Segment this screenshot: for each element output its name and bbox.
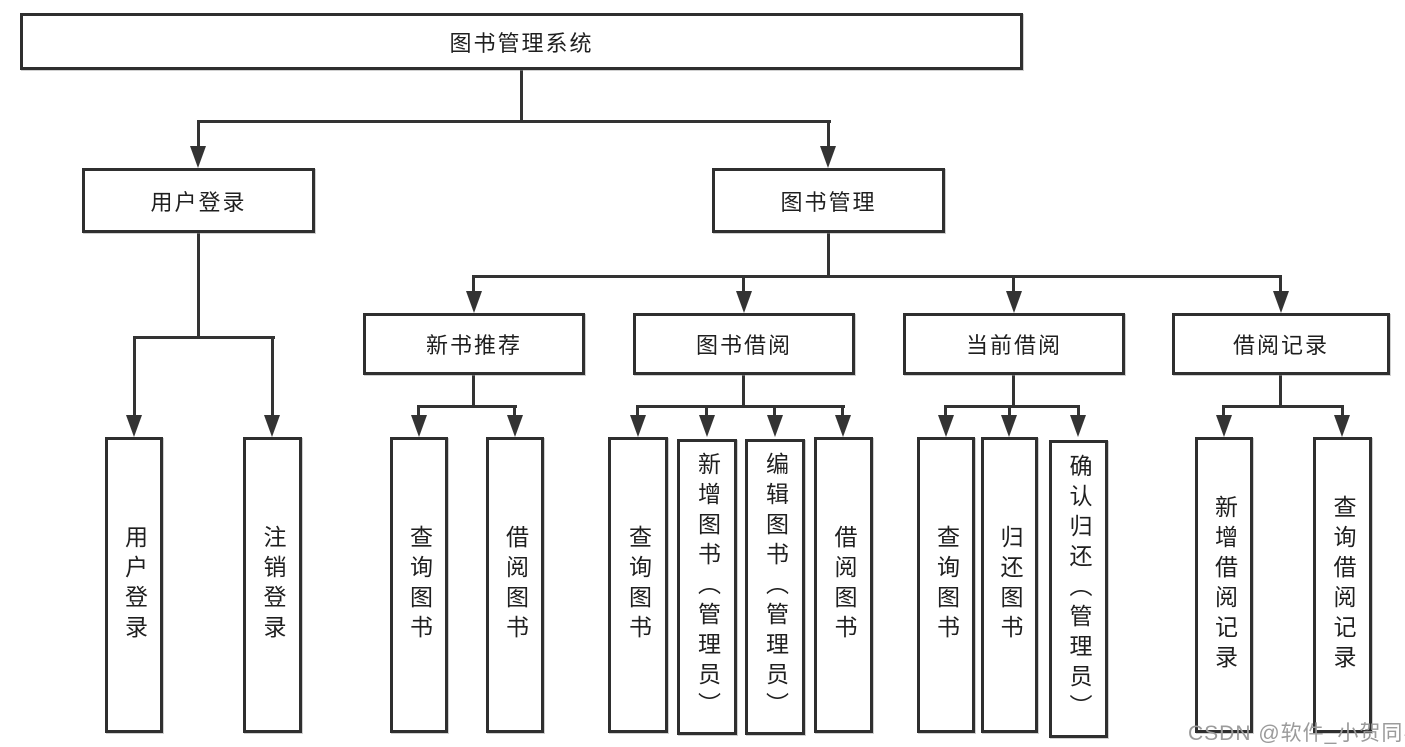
leaf-borrow-books-recommend: 借阅图书 [486,437,544,733]
connector-line [742,275,745,295]
node-book-borrow: 图书借阅 [633,313,855,375]
arrow-down-icon [835,415,851,437]
arrow-down-icon [190,146,206,168]
node-borrow-records: 借阅记录 [1172,313,1390,375]
connector-line [472,375,475,408]
node-root: 图书管理系统 [20,13,1023,70]
arrow-down-icon [736,291,752,313]
connector-line [472,275,1282,278]
connector-line [133,336,136,417]
connector-line [944,405,1080,408]
leaf-query-books-borrow: 查询图书 [608,437,668,733]
connector-line [742,375,745,408]
connector-line [197,120,200,152]
arrow-down-icon [264,415,280,437]
leaf-query-books-current: 查询图书 [917,437,975,733]
connector-line [1077,405,1080,419]
arrow-down-icon [767,415,783,437]
connector-line [513,405,516,419]
arrow-down-icon [1001,415,1017,437]
connector-line [1341,405,1344,419]
connector-line [1008,405,1011,419]
leaf-return-book: 归还图书 [981,437,1038,733]
watermark: CSDN @软件_小贺同学 [1188,722,1405,745]
leaf-user-login: 用户登录 [105,437,163,733]
leaf-add-borrow-record: 新增借阅记录 [1195,437,1253,733]
node-book-management: 图书管理 [712,168,945,233]
leaf-confirm-return-admin: 确认归还（管理员） [1049,440,1108,738]
connector-line [133,336,275,339]
leaf-query-books-recommend: 查询图书 [390,437,448,733]
arrow-down-icon [938,415,954,437]
leaf-edit-book-admin: 编辑图书（管理员） [745,439,805,735]
arrow-down-icon [1334,415,1350,437]
connector-line [520,70,523,123]
connector-line [827,233,830,277]
connector-line [1279,375,1282,408]
arrow-down-icon [126,415,142,437]
connector-line [827,120,830,152]
connector-line [417,405,517,408]
connector-line [636,405,639,419]
leaf-borrow-books-borrow: 借阅图书 [814,437,873,733]
connector-line [705,405,708,419]
arrow-down-icon [820,146,836,168]
arrow-down-icon [1216,415,1232,437]
arrow-down-icon [699,415,715,437]
connector-line [1279,275,1282,295]
connector-line [417,405,420,419]
connector-line [1012,275,1015,295]
arrow-down-icon [1006,291,1022,313]
connector-line [1012,375,1015,408]
arrow-down-icon [1070,415,1086,437]
leaf-query-borrow-record: 查询借阅记录 [1313,437,1372,733]
connector-line [197,120,831,123]
node-current-borrow: 当前借阅 [903,313,1125,375]
node-new-book-recommend: 新书推荐 [363,313,585,375]
arrow-down-icon [466,291,482,313]
arrow-down-icon [411,415,427,437]
connector-line [841,405,844,419]
arrow-down-icon [1273,291,1289,313]
connector-line [1222,405,1225,419]
arrow-down-icon [507,415,523,437]
leaf-add-book-admin: 新增图书（管理员） [677,439,737,735]
connector-line [472,275,475,295]
arrow-down-icon [630,415,646,437]
connector-line [944,405,947,419]
connector-line [773,405,776,419]
connector-line [271,336,274,417]
node-user-login: 用户登录 [82,168,315,233]
connector-line [197,233,200,339]
leaf-logout: 注销登录 [243,437,302,733]
connector-line [636,405,845,408]
connector-line [1222,405,1344,408]
